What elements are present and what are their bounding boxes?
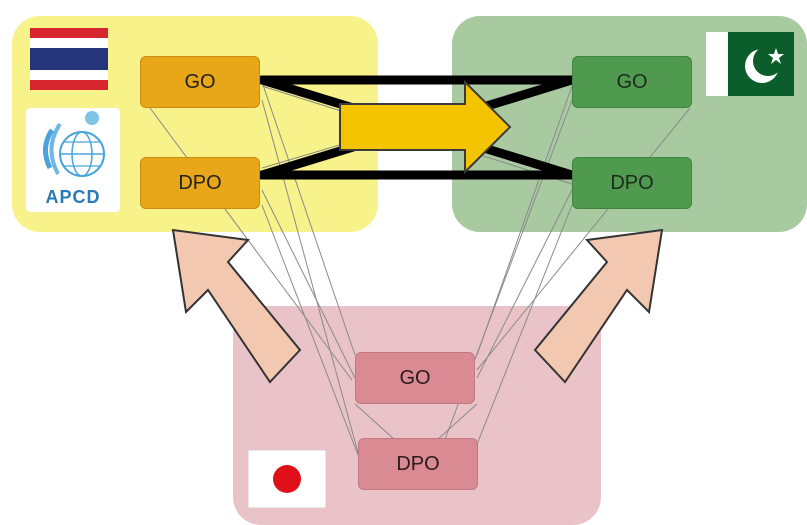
thailand-dpo-box: DPO <box>140 157 260 209</box>
pakistan-go-label: GO <box>616 70 648 93</box>
japan-dpo-box: DPO <box>358 438 478 490</box>
thailand-go-box: GO <box>140 56 260 108</box>
pakistan-flag-icon <box>706 32 794 96</box>
pakistan-go-box: GO <box>572 56 692 108</box>
japan-go-label: GO <box>399 366 431 389</box>
thailand-go-label: GO <box>184 70 216 93</box>
japan-dpo-label: DPO <box>396 452 440 475</box>
japan-flag-icon <box>248 450 326 508</box>
thailand-flag-icon <box>30 28 108 90</box>
japan-go-box: GO <box>355 352 475 404</box>
apcd-globe-icon <box>43 111 105 177</box>
apcd-logo-text: APCD <box>45 187 101 207</box>
apcd-logo-icon: APCD <box>26 108 120 212</box>
pakistan-dpo-box: DPO <box>572 157 692 209</box>
thailand-dpo-label: DPO <box>178 171 222 194</box>
pakistan-dpo-label: DPO <box>610 171 654 194</box>
